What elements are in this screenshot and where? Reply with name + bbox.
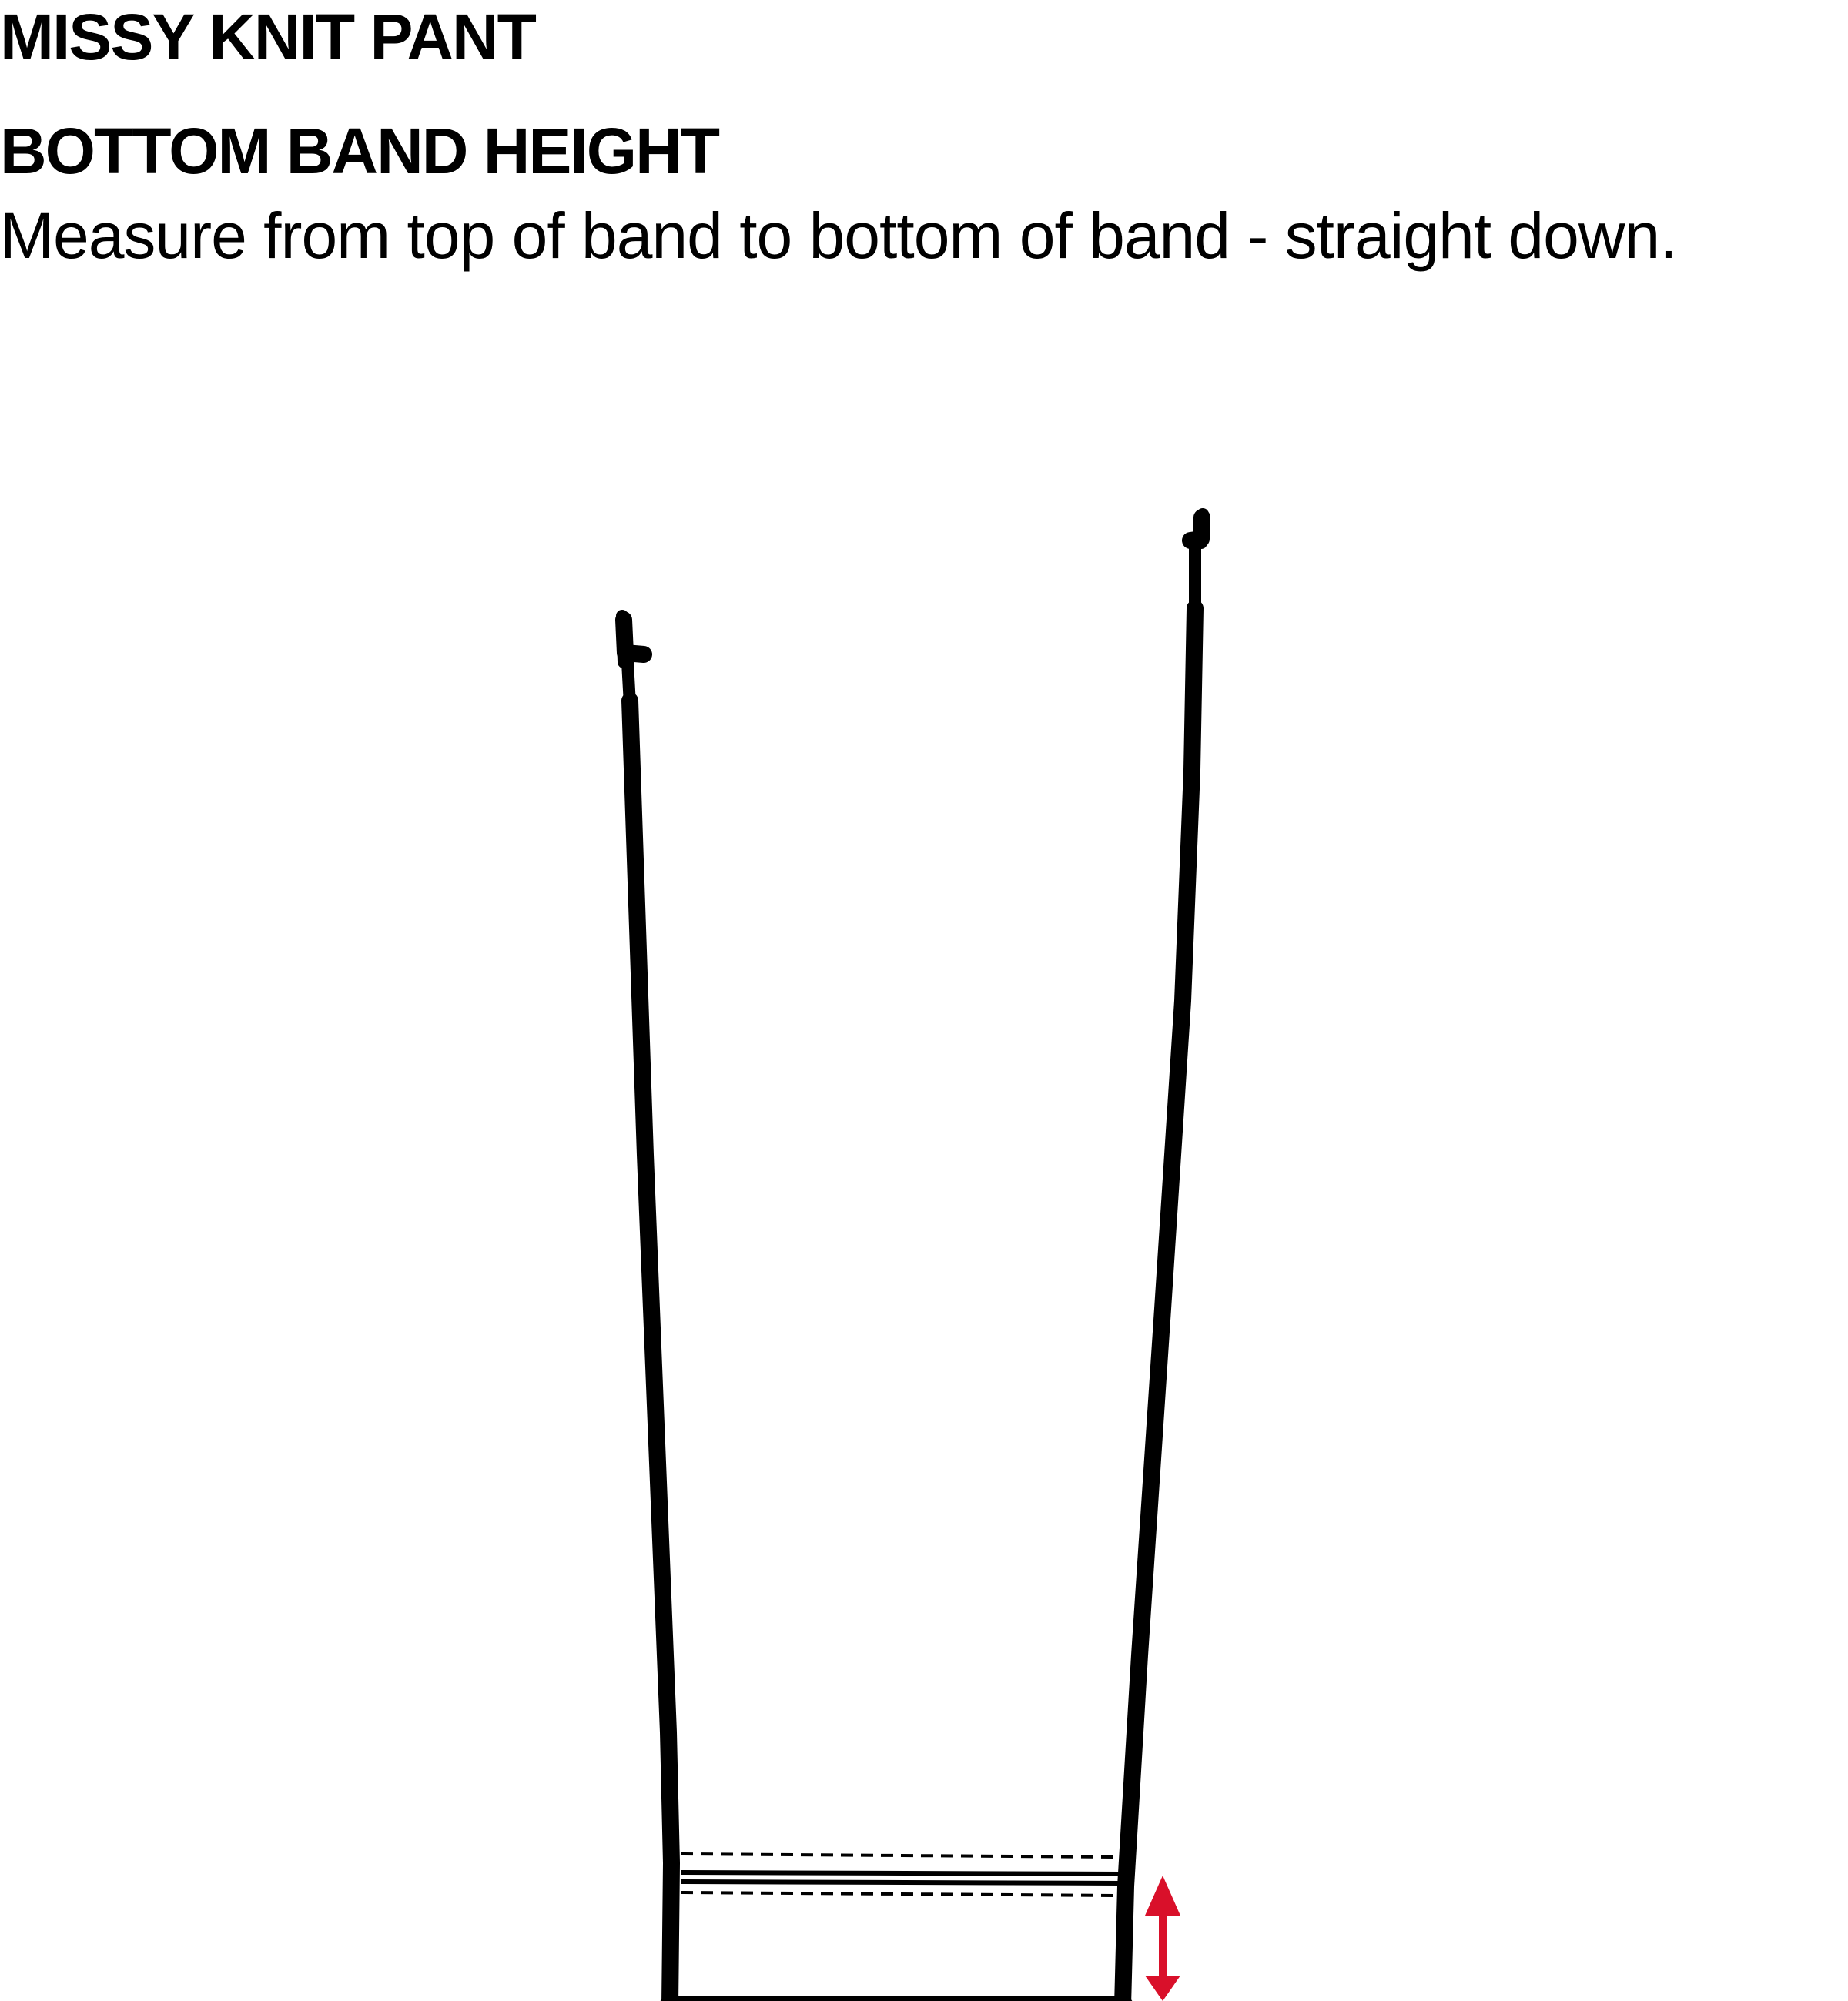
band-stitch-lower (680, 1891, 1120, 1897)
band-stitch-upper (680, 1852, 1120, 1859)
garment-title: MISSY KNIT PANT (0, 1, 537, 73)
pant-leg-right-notch (1189, 508, 1209, 618)
band-seam-line-top (680, 1870, 1120, 1876)
measurement-instruction: Measure from top of band to bottom of ba… (0, 199, 1678, 272)
pant-leg-right-seam (1114, 509, 1210, 2001)
pant-leg-left-notch (616, 610, 636, 711)
measurement-name: BOTTOM BAND HEIGHT (0, 115, 720, 187)
pant-leg-left-seam (615, 611, 680, 2001)
measurement-arrow-icon (1145, 1876, 1180, 2001)
band-seam-line-bottom (680, 1879, 1120, 1886)
